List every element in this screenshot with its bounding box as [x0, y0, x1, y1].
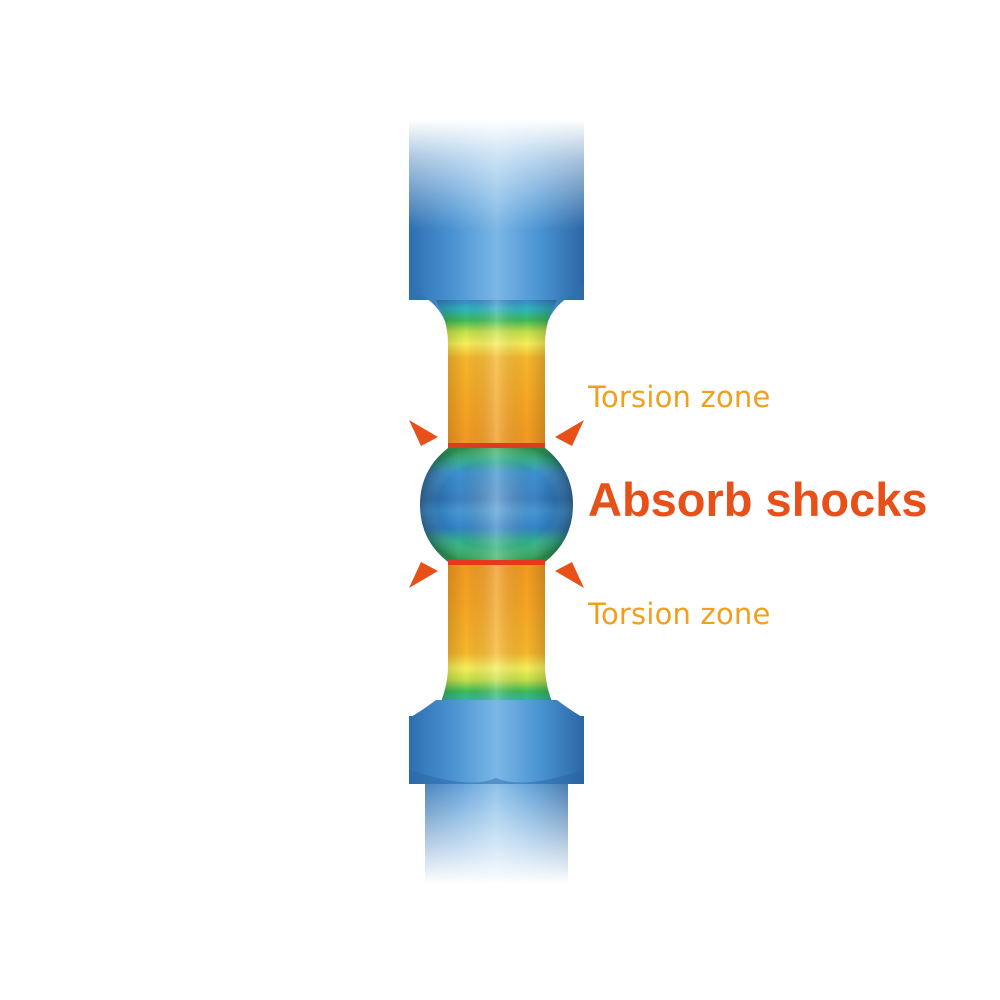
arrow-top-right [555, 420, 584, 446]
lower-torsion-zone [436, 565, 557, 712]
arrow-bottom-right [555, 562, 584, 588]
torsion-zone-label-bottom: Torsion zone [588, 597, 771, 631]
stress-line-bottom [448, 560, 545, 565]
upper-torsion-zone [436, 300, 557, 445]
shock-absorber-ball [420, 448, 573, 562]
upper-shank [409, 120, 584, 300]
stress-line-top [448, 443, 545, 448]
arrow-top-left [409, 420, 438, 446]
torsion-zone-label-top: Torsion zone [588, 380, 771, 414]
absorb-shocks-label: Absorb shocks [588, 473, 928, 526]
arrow-bottom-left [409, 562, 438, 588]
lower-shank [409, 700, 584, 884]
